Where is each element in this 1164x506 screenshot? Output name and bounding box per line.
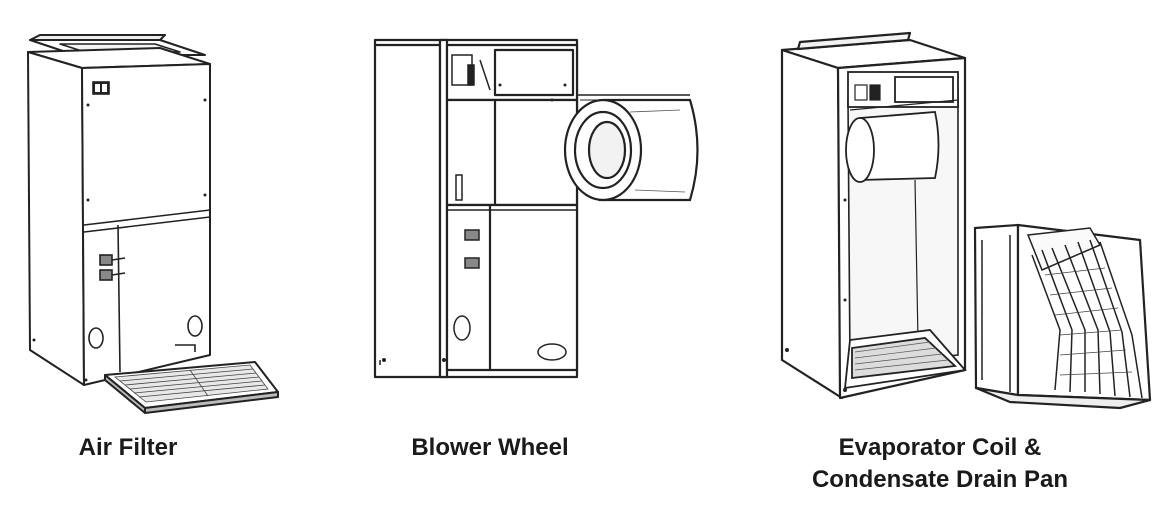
caption-line: Evaporator Coil & (838, 434, 1042, 461)
cabinet-left-side (27, 51, 85, 386)
drain-knockout-right (187, 315, 203, 337)
evaporator-coil-illustration (780, 31, 1152, 410)
cabinet-left-side (780, 48, 844, 400)
caption-line: Air Filter (78, 434, 178, 461)
evaporator-coil-panel: Evaporator Coil & Condensate Drain Pan (760, 0, 1164, 506)
caption-air-filter: Air Filter (28, 432, 228, 464)
blower-wheel-illustration (373, 38, 699, 379)
caption-blower-wheel: Blower Wheel (380, 432, 600, 464)
caption-line: Condensate Drain Pan (811, 466, 1069, 493)
caption-line: Blower Wheel (411, 434, 569, 461)
air-filter-panel: Air Filter (0, 0, 300, 506)
air-handler-filter-illustration (27, 34, 279, 414)
caption-evaporator-coil: Evaporator Coil & Condensate Drain Pan (790, 432, 1090, 496)
drain-knockout-left (88, 327, 104, 349)
blower-wheel-panel: Blower Wheel (360, 0, 720, 506)
